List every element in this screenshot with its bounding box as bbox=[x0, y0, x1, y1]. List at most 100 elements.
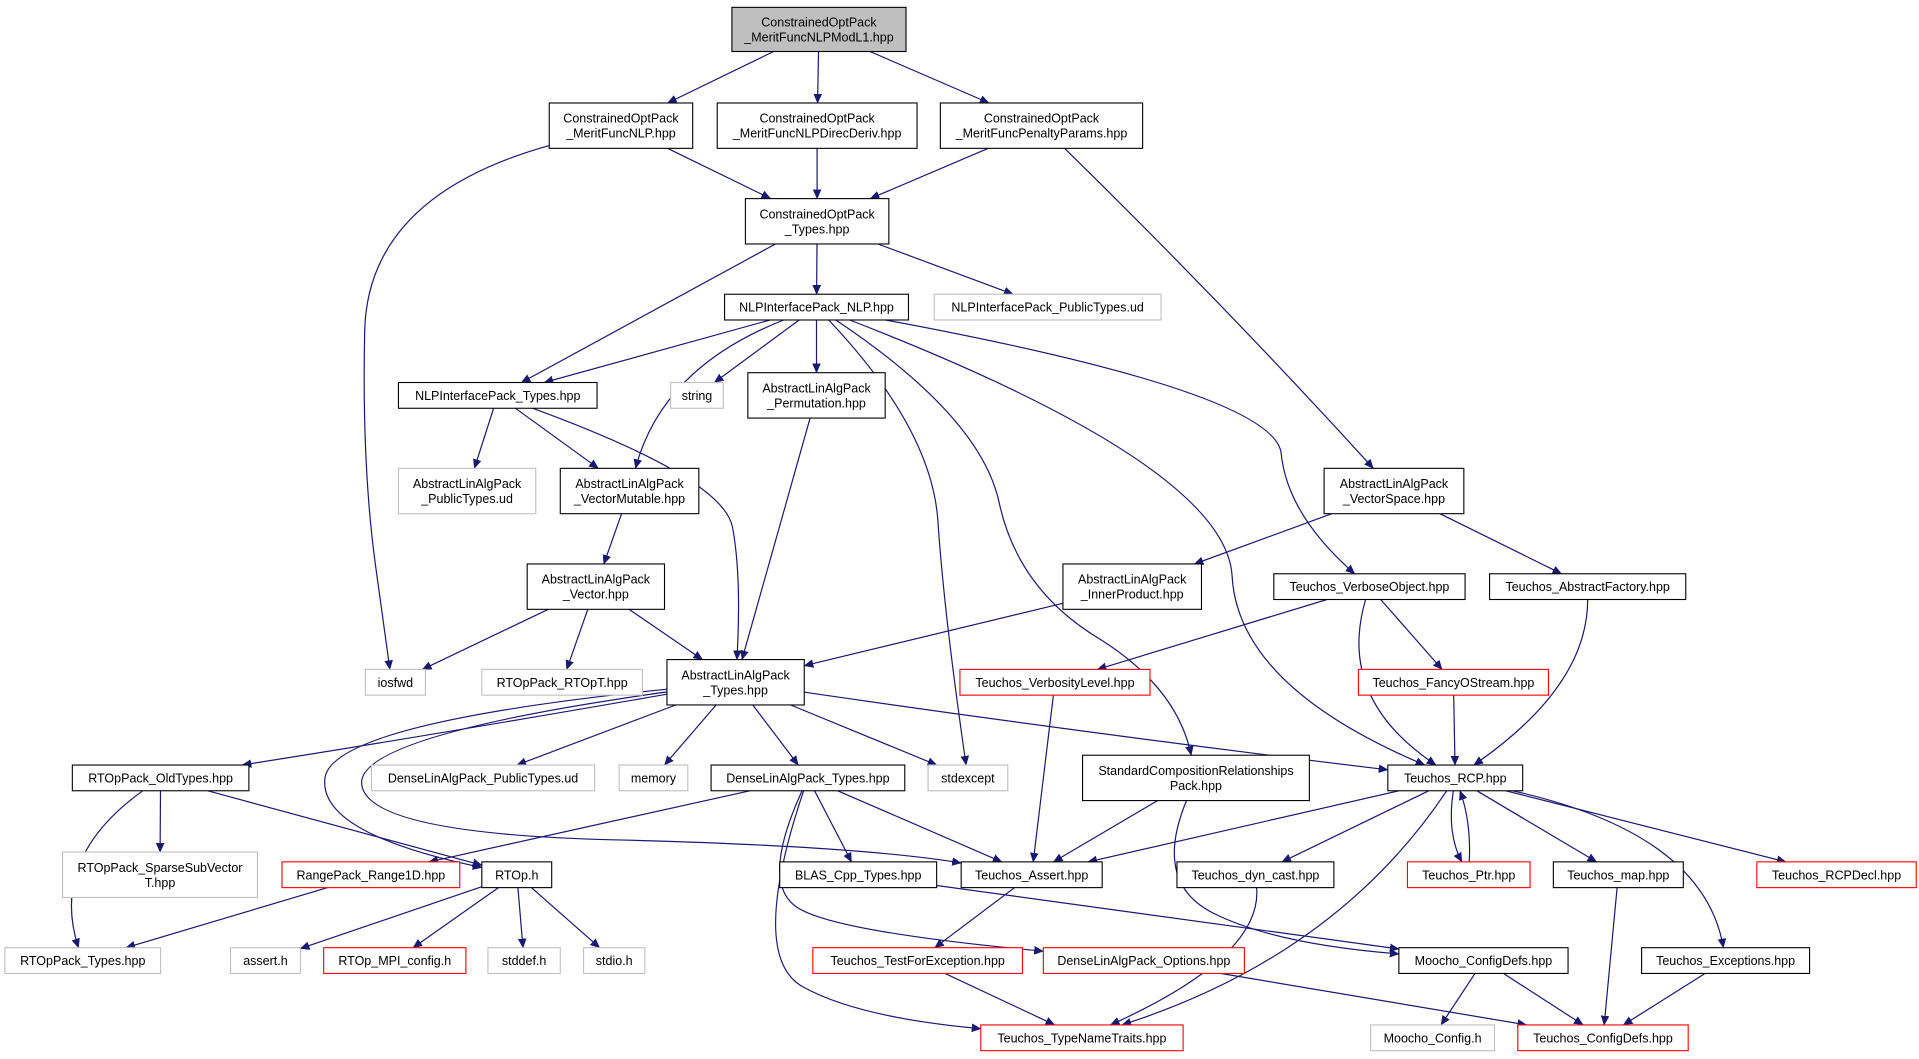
node-alaTypes[interactable]: AbstractLinAlgPack_Types.hpp bbox=[666, 659, 805, 706]
node-label: DenseLinAlgPack_PublicTypes.ud bbox=[388, 771, 578, 785]
edge-nlpNLP-to-string bbox=[714, 319, 800, 383]
node-nlpPublic[interactable]: NLPInterfacePack_PublicTypes.ud bbox=[933, 293, 1162, 321]
node-meritPenalty[interactable]: ConstrainedOptPack_MeritFuncPenaltyParam… bbox=[939, 102, 1144, 149]
node-alaVecSpace[interactable]: AbstractLinAlgPack_VectorSpace.hpp bbox=[1323, 467, 1465, 515]
node-meritDirec[interactable]: ConstrainedOptPack_MeritFuncNLPDirecDeri… bbox=[716, 102, 918, 149]
node-memory[interactable]: memory bbox=[618, 764, 689, 792]
node-exceptions[interactable]: Teuchos_Exceptions.hpp bbox=[1641, 947, 1811, 974]
node-label: AbstractLinAlgPack bbox=[681, 668, 790, 682]
edge-nlpNLP-to-verboseObj bbox=[885, 319, 1355, 575]
node-label: DenseLinAlgPack_Options.hpp bbox=[1057, 954, 1230, 968]
node-alaPublic[interactable]: AbstractLinAlgPack_PublicTypes.ud bbox=[397, 467, 537, 515]
node-string[interactable]: string bbox=[670, 381, 724, 409]
node-dlaPublic[interactable]: DenseLinAlgPack_PublicTypes.ud bbox=[370, 764, 596, 792]
edge-alaTypes-to-memory bbox=[664, 704, 717, 765]
node-box bbox=[229, 947, 301, 974]
node-box bbox=[1517, 1024, 1689, 1052]
node-rtopTypes[interactable]: RTOpPack_Types.hpp bbox=[4, 947, 162, 974]
node-alaInner[interactable]: AbstractLinAlgPack_InnerProduct.hpp bbox=[1062, 563, 1203, 610]
edge-mochoDefs-to-mochoConfig bbox=[1440, 973, 1476, 1025]
node-label: RTOpPack_OldTypes.hpp bbox=[88, 771, 233, 785]
node-label: Teuchos_AbstractFactory.hpp bbox=[1505, 580, 1669, 594]
node-fancy[interactable]: Teuchos_FancyOStream.hpp bbox=[1357, 668, 1549, 696]
node-box bbox=[1082, 754, 1310, 802]
node-box bbox=[71, 764, 250, 792]
node-verboseObj[interactable]: Teuchos_VerboseObject.hpp bbox=[1273, 573, 1466, 601]
node-testExc[interactable]: Teuchos_TestForException.hpp bbox=[812, 947, 1024, 974]
node-range[interactable]: RangePack_Range1D.hpp bbox=[281, 861, 461, 889]
edge-dlaOpts-to-configDefs bbox=[1220, 972, 1526, 1025]
node-box bbox=[980, 1024, 1184, 1052]
node-copTypes[interactable]: ConstrainedOptPack_Types.hpp bbox=[744, 198, 890, 245]
node-ptr[interactable]: Teuchos_Ptr.hpp bbox=[1406, 861, 1531, 889]
node-box bbox=[666, 659, 805, 706]
node-label: ConstrainedOptPack bbox=[761, 15, 877, 29]
node-box bbox=[1323, 467, 1465, 515]
node-map[interactable]: Teuchos_map.hpp bbox=[1552, 861, 1684, 889]
node-box bbox=[812, 947, 1024, 974]
node-label: Teuchos_RCP.hpp bbox=[1404, 771, 1507, 785]
edge-blas-to-mochoDefs bbox=[936, 884, 1399, 950]
node-dlaOpts[interactable]: DenseLinAlgPack_Options.hpp bbox=[1042, 947, 1245, 974]
node-dlaTypes[interactable]: DenseLinAlgPack_Types.hpp bbox=[710, 764, 906, 792]
node-absFactory[interactable]: Teuchos_AbstractFactory.hpp bbox=[1489, 573, 1687, 601]
node-label: _MeritFuncNLP.hpp bbox=[565, 127, 676, 141]
node-rcp[interactable]: Teuchos_RCP.hpp bbox=[1387, 764, 1524, 792]
node-typeName[interactable]: Teuchos_TypeNameTraits.hpp bbox=[980, 1024, 1184, 1052]
node-blas[interactable]: BLAS_Cpp_Types.hpp bbox=[779, 861, 938, 889]
node-label: Teuchos_ConfigDefs.hpp bbox=[1533, 1031, 1673, 1045]
node-alaPerm[interactable]: AbstractLinAlgPack_Permutation.hpp bbox=[747, 372, 886, 419]
node-alaVector[interactable]: AbstractLinAlgPack_Vector.hpp bbox=[526, 563, 666, 610]
node-label: _Types.hpp bbox=[702, 683, 768, 697]
node-alaVecMut[interactable]: AbstractLinAlgPack_VectorMutable.hpp bbox=[559, 467, 700, 515]
node-label: RTOpPack_Types.hpp bbox=[20, 954, 145, 968]
node-rtopT[interactable]: RTOpPack_RTOpT.hpp bbox=[481, 668, 643, 696]
node-root[interactable]: ConstrainedOptPack_MeritFuncNLPModL1.hpp bbox=[731, 6, 907, 53]
node-rtop[interactable]: RTOp.h bbox=[481, 861, 553, 889]
edge-rtop-to-asserth bbox=[300, 886, 482, 949]
edge-oldTypes-to-rtop bbox=[207, 790, 482, 865]
node-mpi[interactable]: RTOp_MPI_config.h bbox=[323, 947, 467, 974]
node-dynCast[interactable]: Teuchos_dyn_cast.hpp bbox=[1176, 861, 1335, 889]
node-meritNLP[interactable]: ConstrainedOptPack_MeritFuncNLP.hpp bbox=[548, 102, 694, 149]
node-configDefs[interactable]: Teuchos_ConfigDefs.hpp bbox=[1517, 1024, 1689, 1052]
edge-meritNLP-to-copTypes bbox=[667, 147, 771, 200]
edge-dlaTypes-to-range bbox=[429, 790, 750, 862]
node-stdio[interactable]: stdio.h bbox=[583, 947, 646, 974]
node-mochoConfig[interactable]: Moocho_Config.h bbox=[1370, 1024, 1496, 1052]
edge-rcp-to-dynCast bbox=[1282, 790, 1429, 863]
edge-dlaTypes-to-assert bbox=[837, 790, 1002, 863]
node-stddef[interactable]: stddef.h bbox=[487, 947, 561, 974]
node-iosfwd[interactable]: iosfwd bbox=[364, 668, 426, 696]
edge-alaTypes-to-dlaPublic bbox=[517, 704, 676, 765]
edge-rtop-to-mpi bbox=[413, 887, 499, 949]
node-nlpTypes[interactable]: NLPInterfacePack_Types.hpp bbox=[397, 381, 598, 409]
edge-alaInner-to-alaTypes bbox=[804, 602, 1064, 665]
node-box bbox=[744, 198, 890, 245]
node-label: Teuchos_VerboseObject.hpp bbox=[1290, 580, 1450, 594]
node-verbLevel[interactable]: Teuchos_VerbosityLevel.hpp bbox=[959, 668, 1151, 696]
node-stdexcept[interactable]: stdexcept bbox=[927, 764, 1009, 792]
node-box bbox=[670, 381, 724, 409]
node-box bbox=[481, 861, 553, 889]
node-box bbox=[959, 668, 1151, 696]
edge-alaVecMut-to-alaVector bbox=[604, 513, 623, 564]
node-rcpDecl[interactable]: Teuchos_RCPDecl.hpp bbox=[1756, 861, 1917, 889]
node-box bbox=[1406, 861, 1531, 889]
node-oldTypes[interactable]: RTOpPack_OldTypes.hpp bbox=[71, 764, 250, 792]
node-assert[interactable]: Teuchos_Assert.hpp bbox=[960, 861, 1103, 889]
node-label: stdio.h bbox=[596, 954, 633, 968]
node-label: stdexcept bbox=[941, 771, 995, 785]
node-mochoDefs[interactable]: Moocho_ConfigDefs.hpp bbox=[1398, 947, 1569, 974]
node-asserth[interactable]: assert.h bbox=[229, 947, 301, 974]
edge-rtop-to-stdio bbox=[531, 887, 599, 949]
node-box bbox=[1176, 861, 1335, 889]
node-box bbox=[716, 102, 918, 149]
node-box bbox=[724, 293, 910, 321]
node-label: assert.h bbox=[243, 954, 288, 968]
node-nlpNLP[interactable]: NLPInterfacePack_NLP.hpp bbox=[724, 293, 910, 321]
node-label: AbstractLinAlgPack bbox=[1340, 477, 1449, 491]
